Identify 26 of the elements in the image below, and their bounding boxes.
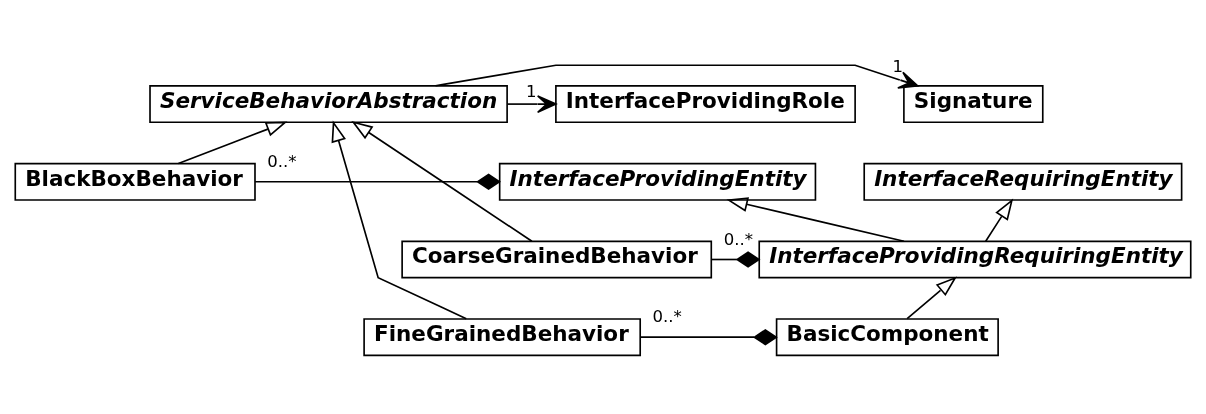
connector [639,328,778,346]
node-box: FineGrainedBehavior [363,318,642,357]
arrow [726,197,905,243]
arrow [984,198,1014,243]
node-box: InterfaceRequiringEntity [863,162,1183,201]
node-box: InterfaceProvidingRole [555,85,856,124]
arrow [506,95,557,114]
edge-label: 1 [892,56,904,76]
node-box: BlackBoxBehavior [14,162,256,201]
arrow [434,64,919,89]
connector [254,173,501,191]
node-box: InterfaceProvidingEntity [498,162,817,201]
edge-label: 1 [526,82,537,102]
arrow [331,120,468,320]
arrow [351,120,533,243]
node-box: InterfaceProvidingRequiringEntity [758,240,1192,279]
node-box: BasicComponent [775,318,999,357]
node-box: Signature [903,85,1044,124]
connector [710,251,761,268]
node-box: ServiceBehaviorAbstraction [149,85,508,124]
edge-label: 0..* [652,307,682,327]
edge-label: 0..* [723,229,754,249]
node-box: CoarseGrainedBehavior [401,240,713,279]
edge-label: 0..* [267,151,297,171]
arrow [177,121,288,165]
arrow [906,276,957,320]
